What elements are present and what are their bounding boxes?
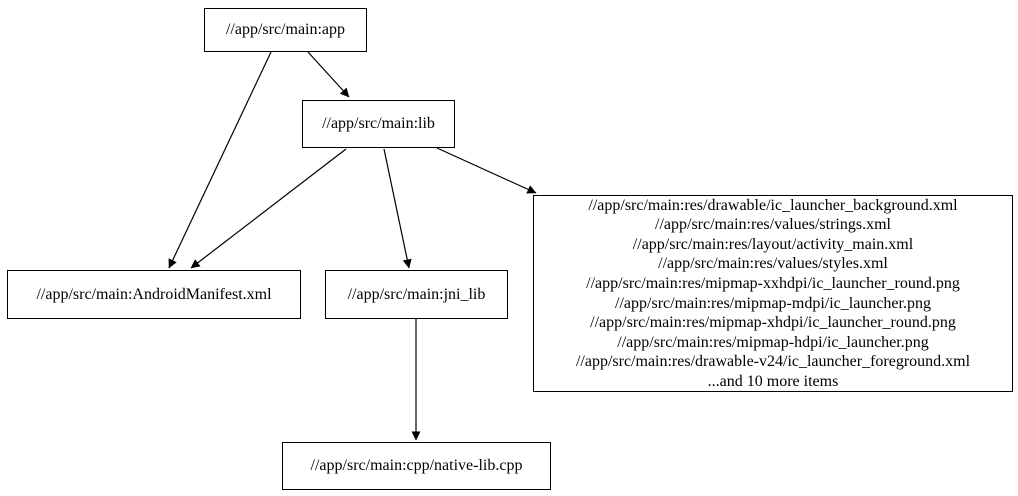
resource-item: //app/src/main:res/drawable/ic_launcher_… <box>588 196 958 214</box>
node-jni-lib-target: //app/src/main:jni_lib <box>325 270 508 319</box>
edge-app-to-manifest <box>168 51 272 269</box>
node-lib-target: //app/src/main:lib <box>302 100 455 148</box>
resource-more-items: ...and 10 more items <box>707 372 839 390</box>
resource-item: //app/src/main:res/values/styles.xml <box>658 255 888 273</box>
resource-item: //app/src/main:res/drawable-v24/ic_launc… <box>575 353 971 371</box>
edge-app-to-lib <box>307 51 350 98</box>
resource-item: //app/src/main:res/mipmap-mdpi/ic_launch… <box>615 294 931 312</box>
node-app-target: //app/src/main:app <box>204 8 367 52</box>
resource-item: //app/src/main:res/mipmap-xhdpi/ic_launc… <box>590 314 956 332</box>
resource-item: //app/src/main:res/layout/activity_main.… <box>632 235 914 253</box>
node-resources-group: //app/src/main:res/drawable/ic_launcher_… <box>533 195 1013 392</box>
resource-item: //app/src/main:res/mipmap-xxhdpi/ic_laun… <box>586 274 960 292</box>
edge-lib-to-resources <box>436 147 537 194</box>
edge-lib-to-manifest <box>190 148 347 269</box>
edge-lib-to-jni-lib <box>383 148 412 269</box>
node-native-lib-cpp: //app/src/main:cpp/native-lib.cpp <box>282 442 551 490</box>
resource-item: //app/src/main:res/values/strings.xml <box>655 216 891 234</box>
node-android-manifest: //app/src/main:AndroidManifest.xml <box>7 270 301 319</box>
resource-item: //app/src/main:res/mipmap-hdpi/ic_launch… <box>617 333 929 351</box>
